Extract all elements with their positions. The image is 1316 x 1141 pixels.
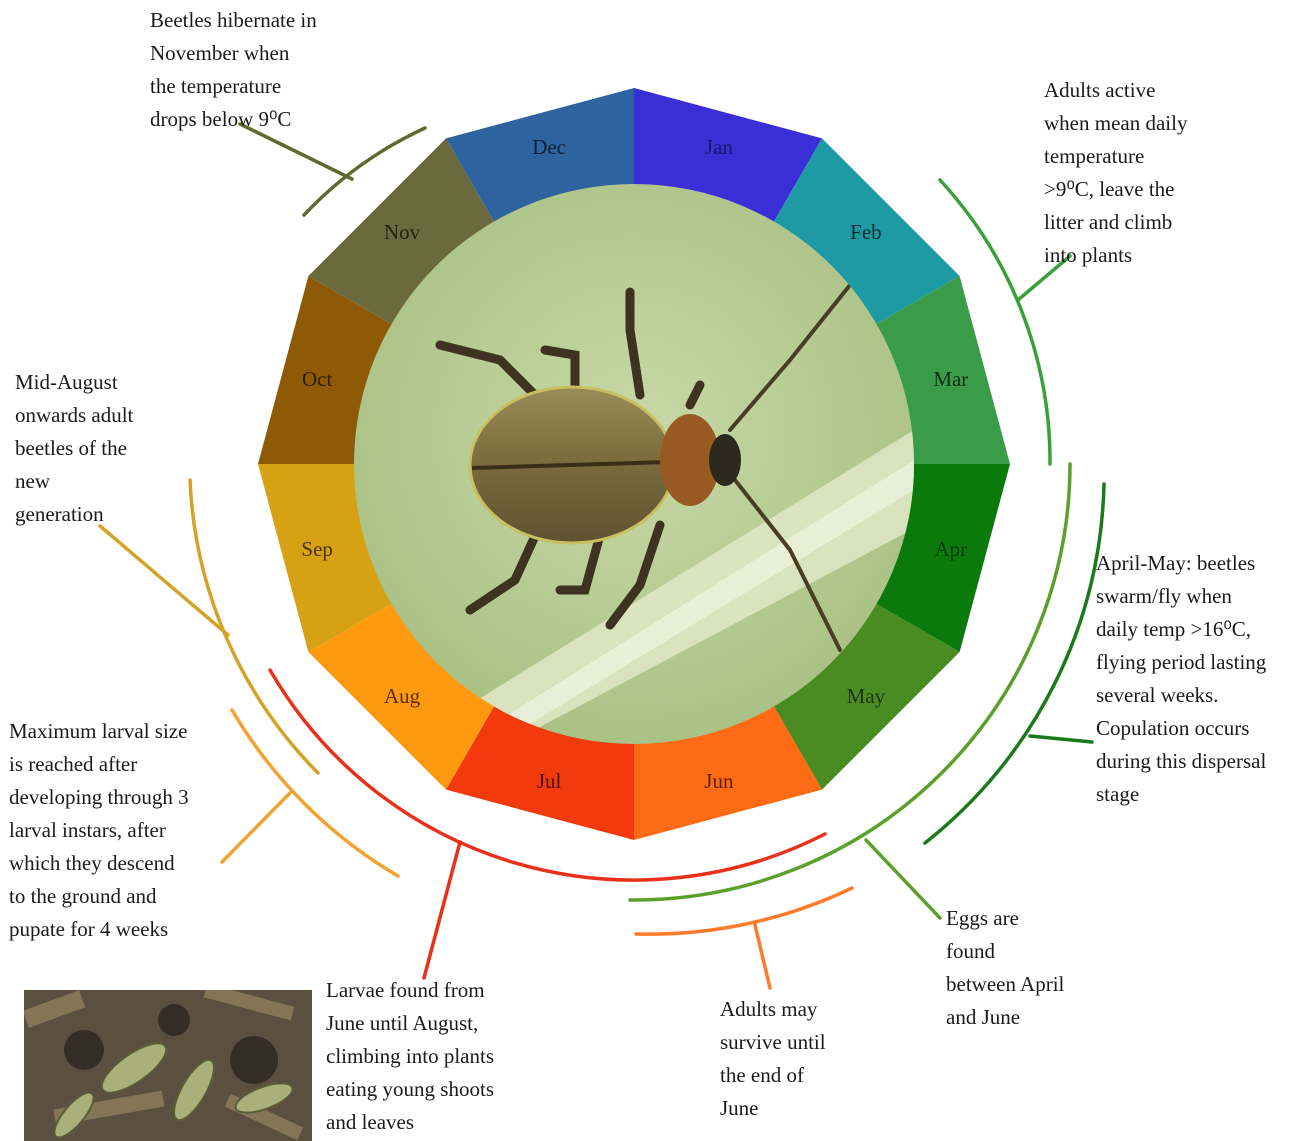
adults-survive-arc (636, 888, 852, 934)
month-label-feb: Feb (850, 220, 882, 244)
note-adults-active: Adults active when mean daily temperatur… (1044, 74, 1187, 272)
month-label-mar: Mar (933, 367, 968, 391)
month-label-jul: Jul (537, 769, 562, 793)
month-label-dec: Dec (532, 135, 566, 159)
note-hibernate: Beetles hibernate in November when the t… (150, 4, 317, 136)
note-max-larval: Maximum larval size is reached after dev… (9, 715, 189, 946)
month-label-may: May (847, 684, 886, 708)
note-mid-august: Mid-August onwards adult beetles of the … (15, 366, 133, 531)
adults-survive-leader (755, 925, 770, 988)
larvae-found-leader (424, 842, 460, 978)
month-label-jan: Jan (705, 135, 733, 159)
mid-august-leader (100, 526, 228, 635)
note-eggs: Eggs are found between April and June (946, 902, 1064, 1034)
month-label-oct: Oct (302, 367, 332, 391)
larvae-photo (24, 990, 312, 1141)
month-label-jun: Jun (704, 769, 734, 793)
note-larvae-found: Larvae found from June until August, cli… (326, 974, 494, 1139)
note-adults-survive: Adults may survive until the end of June (720, 993, 826, 1125)
month-label-nov: Nov (384, 220, 421, 244)
eggs-leader (866, 840, 940, 918)
april-may-leader (1030, 736, 1092, 742)
max-larval-leader (222, 793, 290, 862)
note-april-may: April-May: beetles swarm/fly when daily … (1096, 547, 1266, 811)
month-label-aug: Aug (384, 684, 421, 708)
month-label-sep: Sep (301, 537, 333, 561)
month-label-apr: Apr (934, 537, 967, 561)
